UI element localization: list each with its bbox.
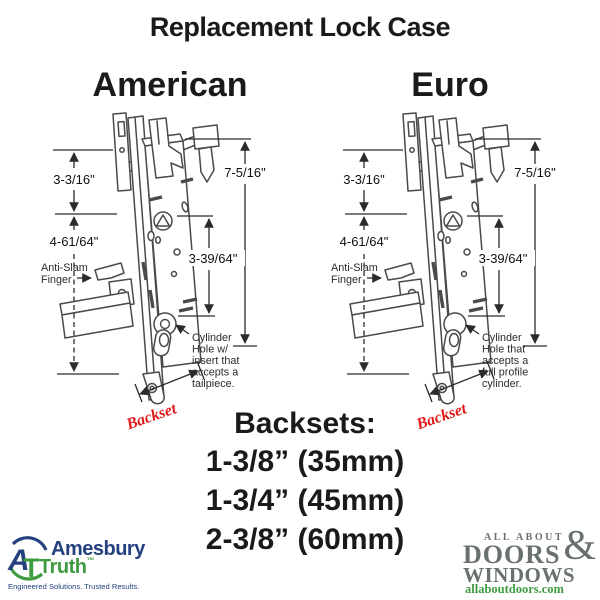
allaboutdoors-logo: ALL ABOUT & DOORS WINDOWS allaboutdoors.… — [462, 523, 596, 596]
euro-lock-diagram: 3-3/16" 4-61/64" 7-5/16" 3-39/64" Anti-S… — [331, 112, 600, 434]
anti-slam-label: Finger — [41, 274, 72, 286]
svg-text:accepts a: accepts a — [482, 355, 528, 367]
svg-text:insert that: insert that — [192, 355, 239, 367]
euro-heading: Euro — [411, 66, 489, 104]
amesbury-wordmark: Amesbury — [51, 538, 145, 560]
svg-text:Hole that: Hole that — [482, 344, 525, 356]
svg-text:Hole w/: Hole w/ — [192, 344, 228, 356]
cylinder-note: Cylinder Hole w/ insert that accepts a t… — [192, 332, 239, 390]
lock-case-drawing — [334, 113, 563, 404]
amesburytruth-tagline: Engineered Solutions. Trusted Results. — [8, 582, 140, 591]
ampersand-glyph: & — [563, 523, 596, 569]
backsets-heading: Backsets: — [234, 407, 376, 440]
dim-lower: 4-61/64" — [50, 234, 99, 249]
anti-slam-label: Anti-Slam — [331, 262, 378, 274]
page-title: Replacement Lock Case — [149, 12, 451, 42]
svg-text:Cylinder: Cylinder — [482, 332, 522, 344]
svg-text:accepts a: accepts a — [192, 367, 238, 379]
monogram-a: A — [7, 544, 30, 577]
svg-text:cylinder.: cylinder. — [482, 378, 522, 390]
website-url: allaboutdoors.com — [465, 582, 564, 596]
backset-option-35mm: 1-3/8” (35mm) — [205, 445, 405, 478]
allabout-text: ALL ABOUT — [484, 532, 565, 543]
anti-slam-label: Anti-Slam — [41, 262, 88, 274]
dim-spindle-cylinder: 3-39/64" — [189, 251, 238, 266]
cylinder-note: Cylinder Hole that accepts a full profil… — [482, 332, 528, 390]
monogram-t: T — [23, 553, 40, 582]
american-heading: American — [92, 66, 248, 104]
dim-lower: 4-61/64" — [340, 234, 389, 249]
trademark-symbol: ™ — [86, 556, 95, 565]
windows-text: WINDOWS — [463, 563, 576, 587]
dim-upper: 3-3/16" — [343, 172, 385, 187]
dim-total: 7-5/16" — [224, 165, 266, 180]
truth-wordmark: Truth™ — [39, 556, 95, 578]
american-lock-diagram: 3-3/16" 4-61/64" 7-5/16" 3-39/64" Anti-S… — [41, 112, 315, 434]
anti-slam-label: Finger — [331, 274, 362, 286]
dim-upper: 3-3/16" — [53, 172, 95, 187]
amesburytruth-logo: A T Amesbury Truth™ Engineered Solutions… — [6, 534, 176, 596]
backsets-list: Backsets: 1-3/8” (35mm) 1-3/4” (45mm) 2-… — [145, 406, 465, 559]
backset-option-45mm: 1-3/4” (45mm) — [205, 484, 405, 517]
dim-spindle-cylinder: 3-39/64" — [479, 251, 528, 266]
doors-text: DOORS — [463, 540, 561, 569]
backset-option-60mm: 2-3/8” (60mm) — [205, 523, 405, 556]
dim-total: 7-5/16" — [514, 165, 556, 180]
cylinder-insert-detail — [159, 318, 171, 330]
svg-text:Cylinder: Cylinder — [192, 332, 232, 344]
svg-text:tailpiece.: tailpiece. — [192, 378, 235, 390]
amesburytruth-emblem-icon: A T — [7, 536, 48, 582]
svg-text:full profile: full profile — [482, 367, 528, 379]
